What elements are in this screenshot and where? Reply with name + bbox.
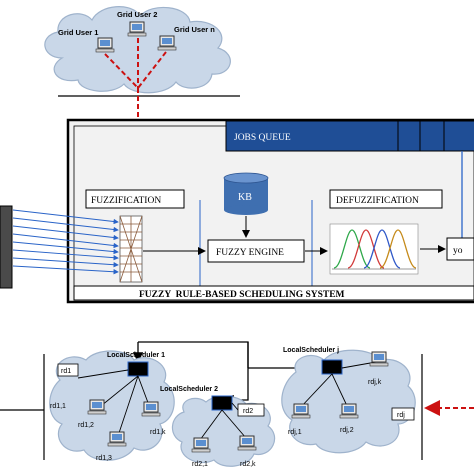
rd2-1-label: rd2,1 [192, 461, 208, 468]
fuzzifier-stack [119, 215, 143, 283]
rd1-2-label: rd1,2 [78, 422, 94, 429]
rd1-1-label: rd1,1 [50, 403, 66, 410]
fuzzy-engine-box[interactable] [207, 239, 305, 263]
fuzzy-system-title-bar [73, 285, 474, 301]
rdj-2-label: rdj,2 [340, 427, 354, 434]
rd2-k-computer-icon[interactable] [237, 435, 257, 451]
rd2-k-label: rd2,k [240, 461, 256, 468]
grid-user-1-computer-icon[interactable] [95, 37, 115, 53]
rd2-1-computer-icon[interactable] [191, 437, 211, 453]
rd1-k-label: rd1,k [150, 429, 166, 436]
rdj-k-label: rdj,k [368, 379, 382, 386]
rd2-label: rd2 [243, 408, 253, 415]
kb-database-icon[interactable] [223, 172, 269, 215]
kb-label: KB [238, 192, 252, 203]
rd1-3-computer-icon[interactable] [107, 431, 127, 447]
fuzzy-engine-label: FUZZY ENGINE [216, 248, 284, 258]
grid-user-1-label: Grid User 1 [58, 28, 98, 37]
local-scheduler-j-box[interactable] [321, 359, 343, 375]
grid-user-n-computer-icon[interactable] [157, 35, 177, 51]
dispatch-to-lsj-arrow [223, 342, 249, 406]
user-submission-lines [104, 38, 167, 89]
input-block [0, 205, 13, 289]
rd1-label: rd1 [61, 368, 71, 375]
rd1-box[interactable] [57, 363, 79, 377]
rdj-2-computer-icon[interactable] [339, 403, 359, 419]
rdj-1-computer-icon[interactable] [291, 403, 311, 419]
rd1-k-computer-icon[interactable] [141, 401, 161, 417]
grid-user-2-computer-icon[interactable] [127, 21, 147, 37]
defuzzification-box[interactable] [329, 189, 443, 209]
rd1-2-computer-icon[interactable] [87, 399, 107, 415]
jobs-queue-label: JOBS QUEUE [234, 133, 291, 143]
output-label: yo [453, 246, 463, 256]
local-scheduler-1-box[interactable] [127, 361, 149, 377]
fuzzification-box[interactable] [85, 189, 185, 209]
input-arrows [12, 209, 119, 275]
grid-user-n-label: Grid User n [174, 25, 215, 34]
membership-function-plot [329, 223, 419, 275]
local-scheduler-2-label: LocalScheduler 2 [160, 386, 218, 393]
grid-user-2-label: Grid User 2 [117, 10, 157, 19]
output-box[interactable] [446, 237, 474, 261]
cluster-1-cloud [49, 350, 175, 461]
rdj-label: rdj [397, 412, 405, 419]
fuzzy-system-title: FUZZY RULE-BASED SCHEDULING SYSTEM [139, 290, 345, 300]
cluster-j-cloud [281, 349, 416, 454]
cluster-2-links [199, 402, 247, 441]
rdj-k-computer-icon[interactable] [369, 351, 389, 367]
defuzzification-label: DEFUZZIFICATION [336, 196, 419, 206]
local-scheduler-1-label: LocalScheduler 1 [107, 352, 165, 359]
rdj-box[interactable] [391, 407, 415, 421]
local-scheduler-2-box[interactable] [211, 395, 233, 411]
rd1-3-label: rd1,3 [96, 455, 112, 462]
rdj-1-label: rdj,1 [288, 429, 302, 436]
rd2-box[interactable] [237, 403, 265, 417]
local-scheduler-j-label: LocalScheduler j [283, 347, 339, 354]
jobs-queue[interactable] [225, 120, 474, 152]
fuzzification-label: FUZZIFICATION [91, 196, 161, 206]
